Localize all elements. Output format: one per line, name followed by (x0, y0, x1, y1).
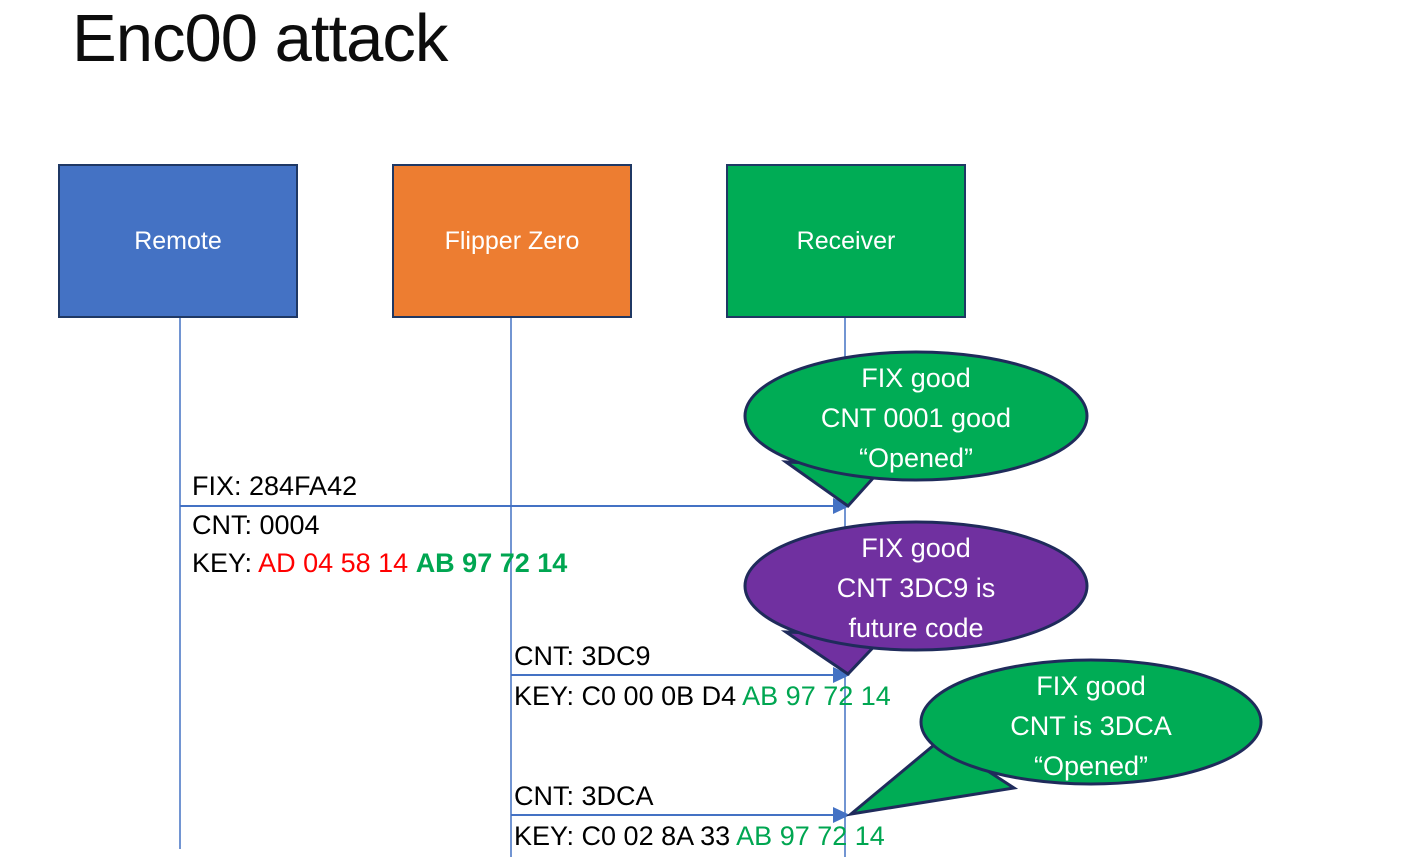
message-1-arrow (180, 498, 850, 514)
message-3-arrow (511, 807, 850, 823)
actor-label-receiver: Receiver (796, 226, 896, 255)
callout-3-line-1: FIX good (1036, 671, 1146, 701)
actor-label-remote: Remote (134, 226, 222, 255)
callout-3-line-2: CNT is 3DCA (1010, 711, 1172, 741)
callout-3-ellipse (919, 658, 1263, 786)
actor-box-remote: Remote (58, 164, 298, 318)
actor-box-flipper-zero: Flipper Zero (392, 164, 632, 318)
callout-3-text: FIX good CNT is 3DCA “Opened” (920, 666, 1262, 786)
callout-2-shape (743, 520, 1089, 676)
callout-2-line-2: CNT 3DC9 is (836, 573, 996, 603)
callout-1-line-2: CNT 0001 good (820, 403, 1012, 433)
callout-3-shape (845, 658, 1263, 817)
page-title: Enc00 attack (72, 1, 448, 76)
callout-3-line-3: “Opened” (1033, 751, 1149, 781)
actor-label-flipper-zero: Flipper Zero (444, 226, 580, 255)
message-1-arrowhead-icon (833, 498, 850, 514)
callout-2-line-1: FIX good (861, 533, 971, 563)
actor-box-receiver: Receiver (726, 164, 966, 318)
callout-1-ellipse (743, 350, 1089, 482)
message-1-cnt-label: CNT: 0004 (192, 510, 320, 540)
callout-1-line-3: “Opened” (858, 443, 974, 473)
callout-1-text: FIX good CNT 0001 good “Opened” (745, 358, 1087, 478)
message-2-arrow (511, 667, 850, 683)
callout-1-shape (743, 350, 1089, 508)
callout-2-ellipse (743, 520, 1089, 652)
message-2-arrowhead-icon (833, 667, 850, 683)
message-3-cnt-label: CNT: 3DCA (514, 781, 654, 811)
message-3-key-label: KEY: C0 02 8A 33 AB 97 72 14 (514, 821, 885, 851)
callout-1-line-1: FIX good (861, 363, 971, 393)
callout-2-line-3: future code (848, 613, 984, 643)
message-1-fix-label: FIX: 284FA42 (192, 471, 358, 501)
message-1-key-label: KEY: AD 04 58 14 AB 97 72 14 (192, 548, 568, 578)
callout-2-text: FIX good CNT 3DC9 is future code (745, 528, 1087, 648)
message-2-cnt-label: CNT: 3DC9 (514, 641, 651, 671)
message-3-arrowhead-icon (833, 807, 850, 823)
message-2-key-label: KEY: C0 00 0B D4 AB 97 72 14 (514, 681, 891, 711)
